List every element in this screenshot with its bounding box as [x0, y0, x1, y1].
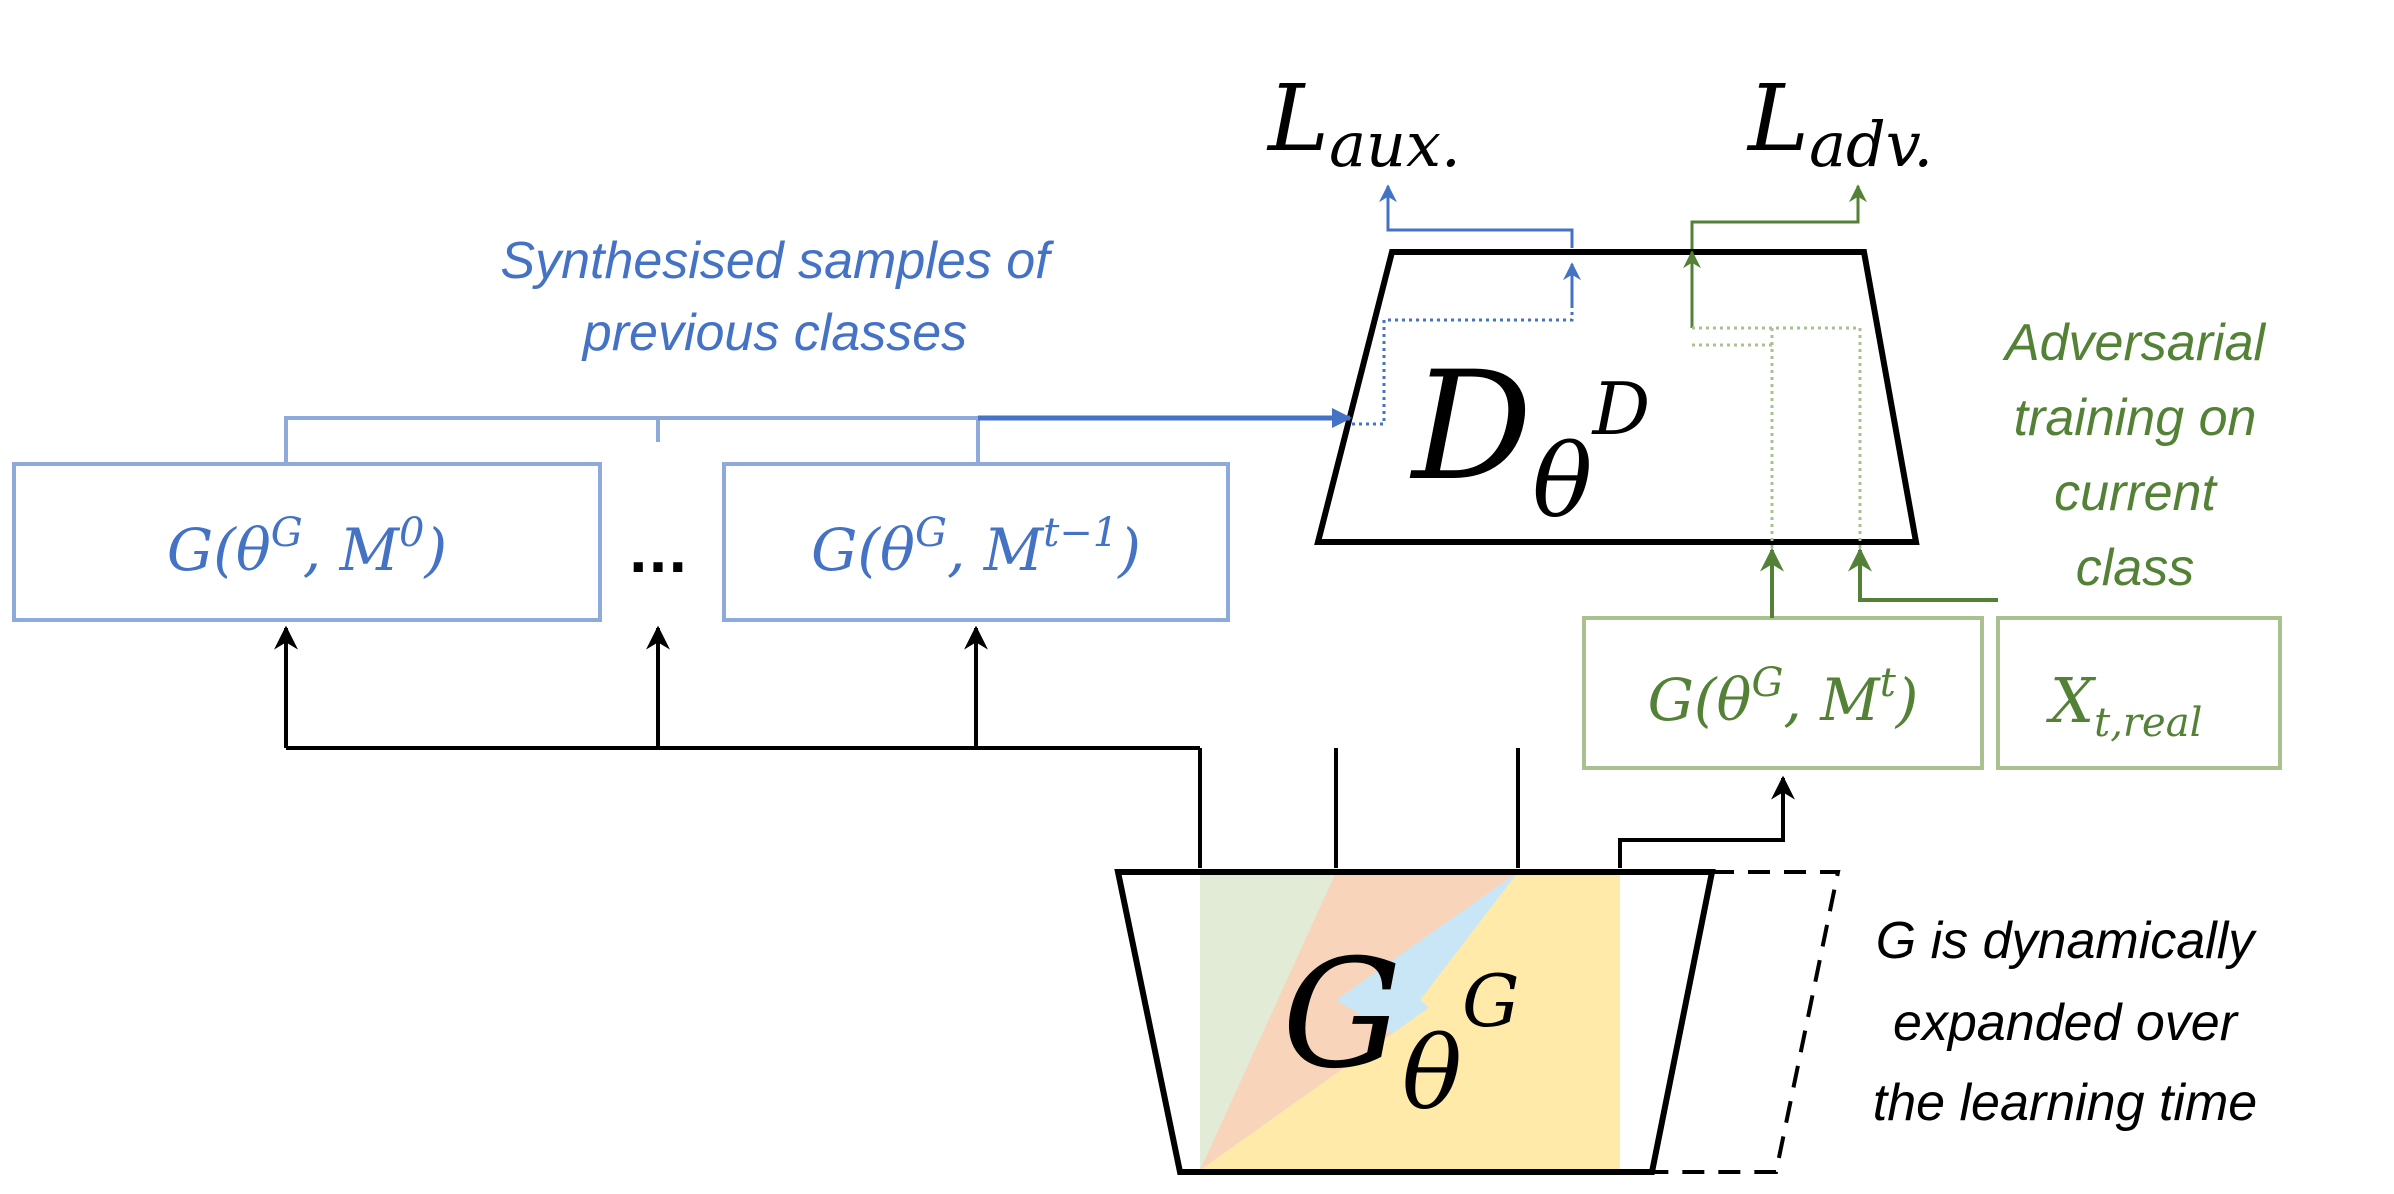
arrow-to-g-mt: [1618, 775, 1795, 868]
box-x-real-label: Xt,real: [2046, 664, 2202, 746]
d-adv-internal-dotted: [1692, 326, 1862, 560]
box-g-mt: [1582, 616, 1984, 770]
aux-loss-arrow: [1379, 184, 1574, 248]
synth-annotation-line1: Synthesised samples of: [500, 232, 1054, 290]
adv-annotation-line3: current: [2054, 464, 2218, 522]
expand-annotation-line2: expanded over: [1893, 994, 2240, 1052]
box-x-real: [1996, 616, 2282, 770]
ellipsis: ...: [628, 525, 687, 585]
expand-annotation-line1: G is dynamically: [1876, 912, 2258, 970]
loss-adv-label: Ladv.: [1746, 65, 1933, 181]
discriminator-label: DθD: [1409, 340, 1650, 540]
expand-annotation-line3: the learning time: [1873, 1074, 2257, 1132]
d-aux-internal-path: [1352, 305, 1574, 426]
adv-loss-arrow: [1690, 184, 1867, 252]
adv-annotation-line1: Adversarial: [2002, 314, 2267, 372]
generator-overlays: [1200, 872, 1620, 1170]
x-real-to-discriminator-arrow: [1848, 547, 1998, 602]
discriminator-block: [1314, 249, 1920, 545]
adv-annotation-line4: class: [2076, 539, 2194, 597]
loss-aux-label: Laux.: [1266, 65, 1461, 181]
generator-output-bus: [286, 746, 1520, 868]
box-g-mt1-label: G(θG, Mt−1): [811, 510, 1141, 584]
box-g-mt-label: G(θG, Mt): [1648, 660, 1919, 734]
adv-annotation-line2: training on: [2014, 389, 2257, 447]
box-g-m0-label: G(θG, M0): [167, 510, 447, 584]
generator-label: GθG: [1282, 928, 1520, 1132]
box-g-mt1: [722, 462, 1230, 622]
synth-bracket: [284, 416, 980, 462]
synth-annotation-line2: previous classes: [581, 304, 967, 362]
box-g-m0: [12, 462, 602, 622]
